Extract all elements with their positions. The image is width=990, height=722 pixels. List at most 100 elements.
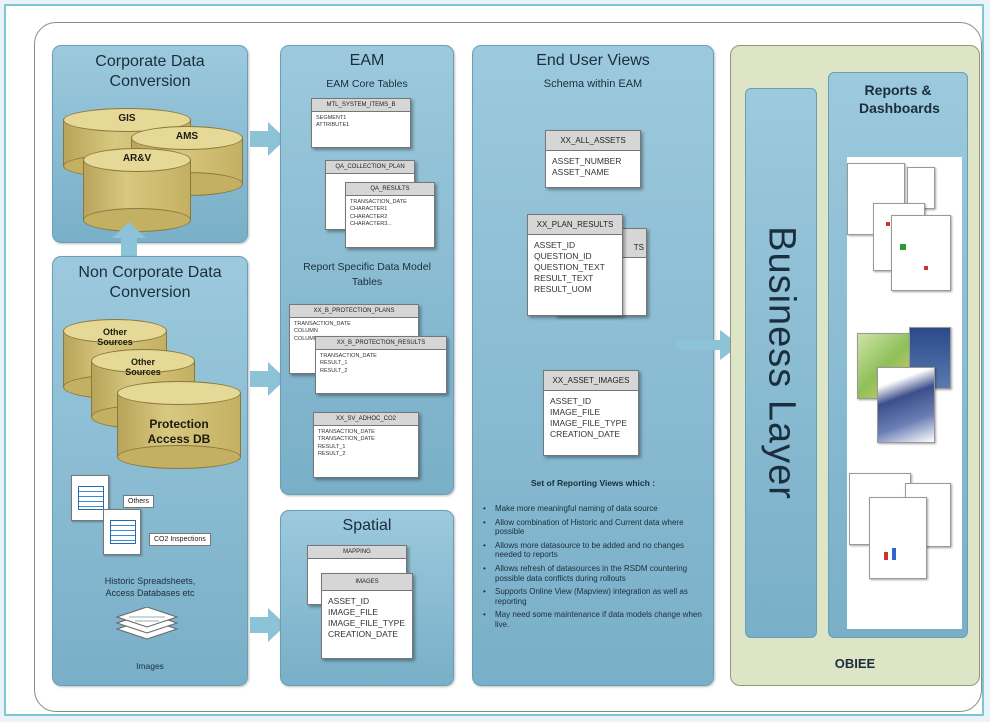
table-field: IMAGE_FILE (550, 407, 601, 418)
table-field: CHARACTER2 (350, 213, 388, 220)
up-arrow (112, 222, 146, 258)
spatial-panel: Spatial MAPPING IMAGES ASSET_ID IMAGE_FI… (280, 510, 454, 686)
images-stack-icon (115, 607, 179, 640)
report-thumbnail (869, 497, 927, 579)
table-field: IMAGE_FILE_TYPE (550, 418, 627, 429)
table-field: RESULT_UOM (534, 284, 592, 295)
spreadsheet-doc-icon-1 (71, 475, 109, 521)
table-field: ASSET_ID (328, 596, 370, 606)
eam-title: EAM (349, 52, 385, 69)
table-field: CHARACTER1 (350, 206, 388, 213)
table-header: XX_PLAN_RESULTS (528, 215, 622, 235)
noncorporate-conversion-title: Non Corporate Data Conversion (78, 264, 222, 301)
table-header: IMAGES (322, 574, 412, 591)
table-header: XX_ALL_ASSETS (546, 131, 640, 151)
eam-panel: EAM EAM Core Tables MTL_SYSTEM_ITEMS_B S… (280, 45, 454, 495)
others-tag: Others (123, 495, 155, 508)
obiee-label: OBIEE (834, 656, 876, 671)
spreadsheet-doc-icon-2 (103, 509, 141, 555)
reports-dashboards-panel: Reports & Dashboards (828, 72, 968, 638)
report-thumbnail (877, 367, 935, 443)
table-field: IMAGE_FILE (328, 607, 379, 618)
table-field: IMAGE_FILE_TYPE (328, 618, 405, 629)
table-field: CHARACTER3... (350, 221, 392, 228)
table-field: COLUMN (294, 328, 318, 335)
table-field: RESULT_1 (318, 443, 346, 450)
table-field: TRANSACTION_DATE (318, 436, 375, 443)
table-field: ATTRIBUTE1 (316, 122, 350, 129)
table-field: ASSET_NUMBER (552, 156, 622, 166)
table-header: XX_B_PROTECTION_RESULTS (316, 337, 446, 350)
table-field: QUESTION_TEXT (534, 262, 605, 273)
protection-access-database: Protection Access DB (117, 381, 241, 469)
end-user-views-title: End User Views (536, 52, 650, 69)
core-table-qa-results: QA_RESULTS TRANSACTION_DATE CHARACTER1 C… (345, 182, 435, 248)
arv-database: AR&V (83, 148, 191, 232)
table-field: QUESTION_ID (534, 251, 592, 262)
bullet-item: Make more meaningful naming of data sour… (483, 504, 707, 514)
table-field: ASSET_ID (534, 240, 576, 250)
end-user-views-panel: End User Views Schema within EAM XX_ALL_… (472, 45, 714, 686)
report-thumbnails (847, 157, 962, 629)
table-field: ASSET_NAME (552, 167, 610, 178)
eam-core-subtitle: EAM Core Tables (326, 78, 408, 90)
table-field: ASSET_ID (550, 396, 592, 406)
right-arrow-spatial (250, 608, 286, 642)
gis-label: GIS (118, 113, 136, 124)
protection-access-label: Protection Access DB (147, 417, 211, 446)
view-table-all-assets: XX_ALL_ASSETS ASSET_NUMBER ASSET_NAME (545, 130, 641, 188)
right-arrow-noncorporate (250, 362, 286, 396)
reports-dashboards-title: Reports & Dashboards (859, 82, 940, 116)
images-label: Images (136, 661, 164, 671)
spreadsheets-label: Historic Spreadsheets, Access Databases … (104, 576, 196, 598)
table-field: CREATION_DATE (550, 429, 621, 440)
bullet-item: Supports Online View (Mapview) integrati… (483, 587, 707, 606)
table-field: RESULT_2 (318, 451, 346, 458)
business-layer-panel: Business Layer (745, 88, 817, 638)
table-field: SEGMENT1 (316, 115, 347, 121)
reporting-views-heading: Set of Reporting Views which : (530, 478, 656, 488)
reporting-views-bullets: Make more meaningful naming of data sour… (483, 504, 707, 634)
bullet-item: Allows refresh of datasources in the RSD… (483, 564, 707, 583)
table-header: MAPPING (308, 546, 406, 559)
view-table-asset-images: XX_ASSET_IMAGES ASSET_ID IMAGE_FILE IMAG… (543, 370, 639, 456)
report-specific-subtitle: Report Specific Data Model Tables (303, 261, 431, 288)
table-header: XX_B_PROTECTION_PLANS (290, 305, 418, 318)
ams-label: AMS (175, 131, 199, 142)
report-thumbnail (907, 167, 935, 209)
table-field: COLUMN (294, 335, 318, 342)
bullet-item: Allows more datasource to be added and n… (483, 541, 707, 560)
co2-inspections-tag: CO2 Inspections (149, 533, 211, 546)
table-field: RESULT_1 (320, 360, 348, 367)
table-field: RESULT_TEXT (534, 273, 594, 284)
spatial-table-images: IMAGES ASSET_ID IMAGE_FILE IMAGE_FILE_TY… (321, 573, 413, 659)
right-arrow-to-obiee (676, 330, 740, 360)
table-field: RESULT_2 (320, 367, 348, 374)
table-header: MTL_SYSTEM_ITEMS_B (312, 99, 410, 112)
report-table-protection-results: XX_B_PROTECTION_RESULTS TRANSACTION_DATE… (315, 336, 447, 394)
right-arrow-corporate (250, 122, 286, 156)
other-sources-label-2: Other Sources (125, 357, 161, 377)
table-field: CREATION_DATE (328, 629, 399, 640)
corporate-conversion-title: Corporate Data Conversion (95, 53, 205, 90)
bullet-item: Allow combination of Historic and Curren… (483, 518, 707, 537)
table-header: QA_COLLECTION_PLAN (326, 161, 414, 174)
corporate-conversion-panel: Corporate Data Conversion GIS AMS AR&V (52, 45, 248, 243)
table-field: TRANSACTION_DATE (318, 429, 375, 435)
table-header: XX_SV_ADHOC_CO2 (314, 413, 418, 426)
end-user-views-subtitle: Schema within EAM (543, 78, 643, 90)
report-table-adhoc-co2: XX_SV_ADHOC_CO2 TRANSACTION_DATE TRANSAC… (313, 412, 419, 478)
view-table-plan-results: XX_PLAN_RESULTS ASSET_ID QUESTION_ID QUE… (527, 214, 623, 316)
table-header: QA_RESULTS (346, 183, 434, 196)
other-sources-label-1: Other Sources (97, 327, 133, 347)
table-field: TRANSACTION_DATE (350, 199, 407, 205)
report-thumbnail (891, 215, 951, 291)
table-field: TRANSACTION_DATE (320, 353, 377, 359)
spatial-title: Spatial (342, 517, 392, 534)
table-header: XX_ASSET_IMAGES (544, 371, 638, 391)
business-layer-label: Business Layer (760, 226, 803, 500)
arv-label: AR&V (122, 153, 152, 164)
noncorporate-conversion-panel: Non Corporate Data Conversion Other Sour… (52, 256, 248, 686)
table-field: TRANSACTION_DATE (294, 321, 351, 327)
